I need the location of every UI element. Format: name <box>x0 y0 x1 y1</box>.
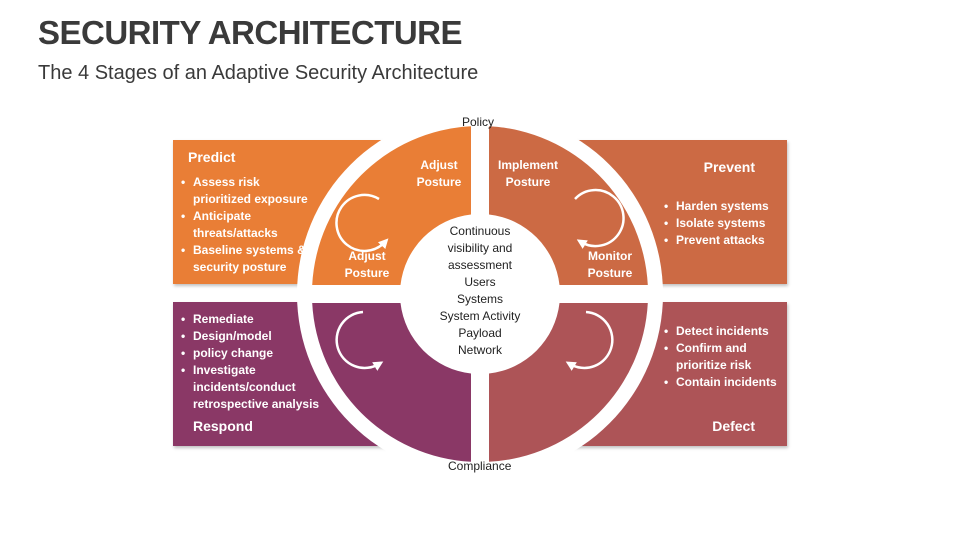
cycle-arrow-icon <box>565 310 614 371</box>
list-item: Confirm and prioritize risk <box>662 340 784 374</box>
quadrant-top-right <box>489 126 648 285</box>
compliance-label: Compliance <box>448 459 512 473</box>
prevent-list: Harden systems Isolate systems Prevent a… <box>662 198 769 249</box>
list-item: Detect incidents <box>662 323 784 340</box>
page-subtitle: The 4 Stages of an Adaptive Security Arc… <box>38 62 479 84</box>
center-item: Systems <box>456 292 503 306</box>
quadrant-top-left <box>312 126 471 285</box>
cycle-arrow-icon <box>335 193 389 253</box>
page-title: SECURITY ARCHITECTURE <box>38 14 463 51</box>
defect-list: Detect incidents Confirm and prioritize … <box>662 323 784 391</box>
list-item: Investigate incidents/conduct retrospect… <box>179 362 329 413</box>
respond-title: Respond <box>193 418 253 434</box>
list-item: Baseline systems & security posture <box>179 242 321 276</box>
predict-panel: Predict Assess risk prioritized exposure… <box>173 140 425 284</box>
predict-list: Assess risk prioritized exposure Anticip… <box>179 174 321 276</box>
list-item: Contain incidents <box>662 374 784 391</box>
center-item: System Activity <box>439 309 521 323</box>
quadrant-bottom-right <box>489 303 648 462</box>
list-item: Prevent attacks <box>662 232 769 249</box>
list-item: Harden systems <box>662 198 769 215</box>
center-item: Users <box>464 275 496 289</box>
cycle-arrow-icon <box>574 188 625 249</box>
list-item: Assess risk prioritized exposure <box>179 174 321 208</box>
center-text: Continuous visibility and assessment Use… <box>420 223 540 359</box>
list-item: policy change <box>179 345 329 362</box>
center-item: Network <box>457 343 502 357</box>
prevent-title: Prevent <box>703 159 755 175</box>
predict-title: Predict <box>188 149 236 165</box>
center-item: Payload <box>458 326 502 340</box>
list-item: Anticipate threats/attacks <box>179 208 321 242</box>
list-item: Design/model <box>179 328 329 345</box>
cycle-arrow-icon <box>335 310 384 371</box>
list-item: Remediate <box>179 311 329 328</box>
defect-title: Defect <box>712 418 755 434</box>
respond-list: Remediate Design/model policy change Inv… <box>179 311 329 413</box>
list-item: Isolate systems <box>662 215 769 232</box>
quadrant-bottom-left <box>312 303 471 462</box>
policy-label: Policy <box>462 115 495 129</box>
